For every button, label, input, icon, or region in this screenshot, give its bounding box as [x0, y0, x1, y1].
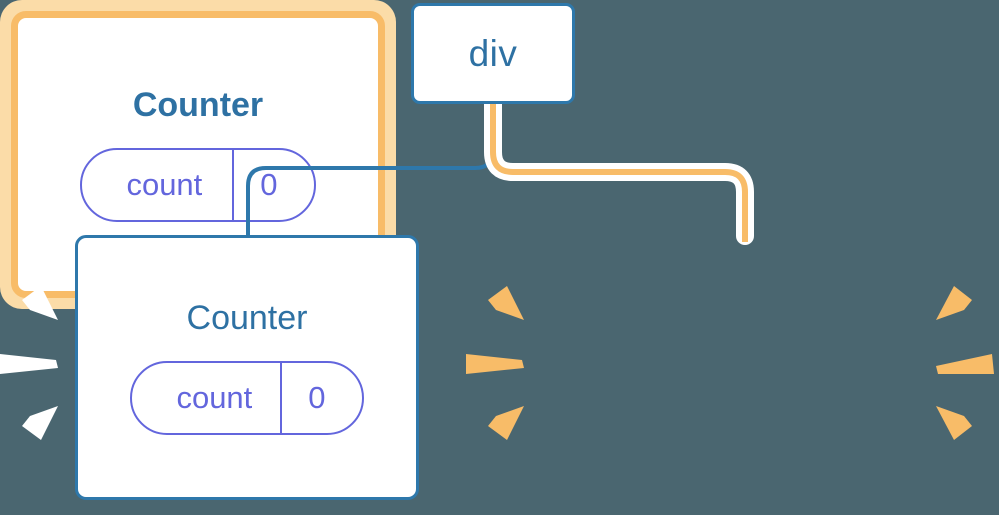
state-key-idle: count — [176, 380, 253, 415]
state-value-idle: 0 — [280, 362, 361, 433]
node-div[interactable]: div — [411, 3, 575, 104]
node-counter-idle[interactable]: Counter count 0 — [75, 235, 419, 500]
state-pill-idle: count 0 — [130, 360, 364, 435]
connector-line-left — [246, 104, 495, 236]
state-value-highlighted: 0 — [232, 149, 313, 220]
state-pill-highlighted: count 0 — [80, 147, 316, 222]
connector-line-right — [490, 104, 748, 242]
state-key-highlighted: count — [126, 167, 203, 202]
node-counter-idle-label: Counter — [186, 298, 308, 337]
node-counter-highlighted[interactable]: Counter count 0 — [0, 0, 396, 309]
node-counter-highlighted-label: Counter — [132, 85, 264, 124]
node-div-label: div — [468, 33, 518, 74]
